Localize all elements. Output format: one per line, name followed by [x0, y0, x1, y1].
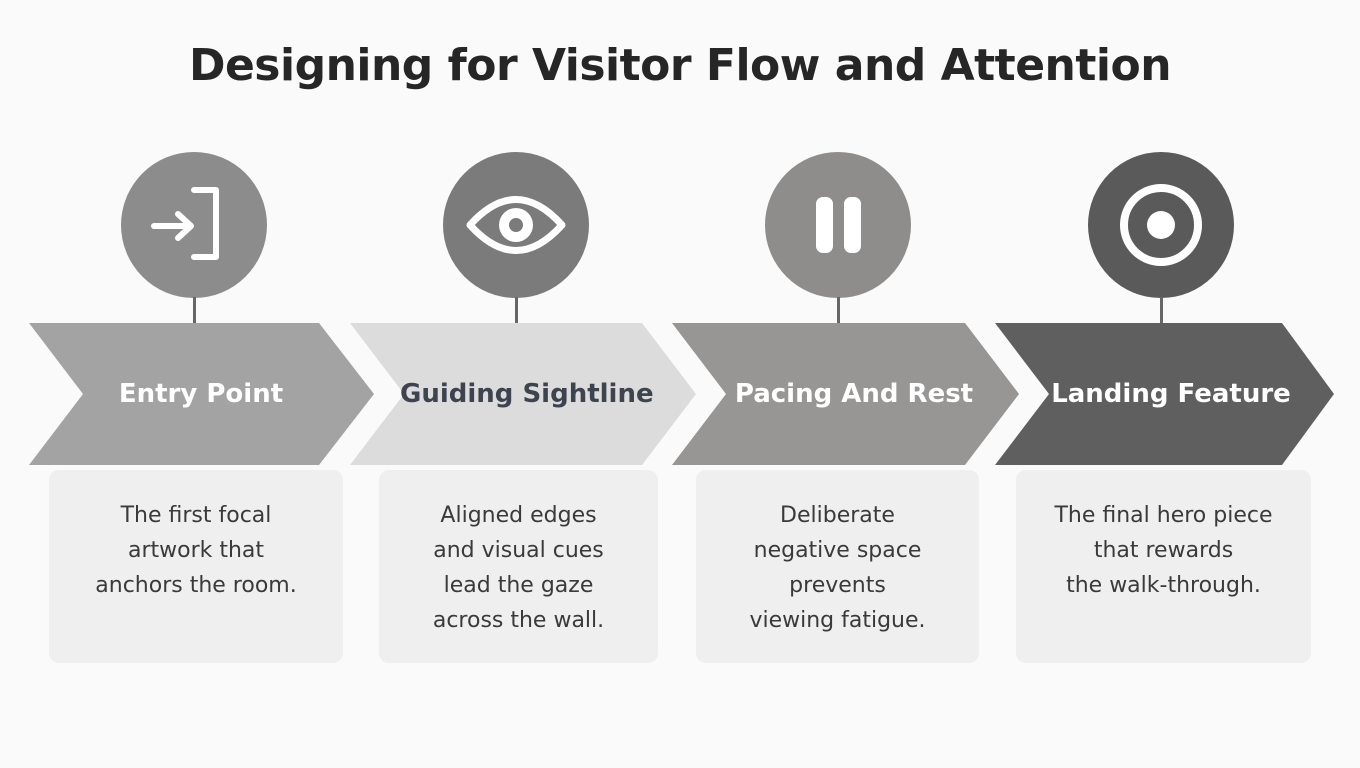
- step-1-description-card: The first focal artwork that anchors the…: [49, 470, 343, 663]
- step-2-pupil: [509, 218, 523, 232]
- step-3-description-card: Deliberate negative space prevents viewi…: [696, 470, 979, 663]
- step-3-chevron: Pacing And Rest: [672, 323, 1020, 465]
- step-4-circle: [1088, 152, 1234, 298]
- step-2-chevron-shape: [350, 323, 696, 465]
- step-1-chevron-shape: [29, 323, 374, 465]
- step-2-connector: [515, 297, 518, 329]
- step-2-chevron: Guiding Sightline: [350, 323, 697, 465]
- step-1-connector: [193, 297, 196, 329]
- step-4-description-line: the walk-through.: [1066, 573, 1261, 598]
- step-1-label: Entry Point: [118, 379, 284, 409]
- step-3-chevron-shape: [672, 323, 1019, 465]
- step-1-chevron: Entry Point: [29, 323, 375, 465]
- step-2-description-line: lead the gaze: [443, 573, 594, 598]
- step-3-circle-fill: [765, 152, 911, 298]
- target-icon: [1088, 152, 1234, 298]
- step-1-description-line: The first focal: [120, 503, 272, 528]
- step-4-description-line: The final hero piece: [1054, 503, 1273, 528]
- step-1-description-line: anchors the room.: [95, 573, 297, 598]
- diagram-title: Designing for Visitor Flow and Attention: [188, 40, 1172, 91]
- step-2-description-card: Aligned edges and visual cues lead the g…: [379, 470, 658, 663]
- step-2-description-line: across the wall.: [432, 608, 605, 633]
- step-1-circle: [121, 152, 267, 298]
- step-3-description-line: Deliberate: [780, 503, 895, 528]
- step-4-chevron-shape: [995, 323, 1334, 465]
- step-4-description-line: that rewards: [1093, 538, 1234, 563]
- step-1-circle-fill: [121, 152, 267, 298]
- step-2-label: Guiding Sightline: [400, 379, 654, 409]
- step-3-description-line: prevents: [789, 573, 886, 598]
- enter-icon: [121, 152, 267, 298]
- pause-icon: [765, 152, 911, 298]
- step-3-circle: [765, 152, 911, 298]
- step-4-description-card: The final hero piece that rewards the wa…: [1016, 470, 1311, 663]
- step-3-label: Pacing And Rest: [734, 379, 974, 409]
- step-2-circle: [443, 152, 589, 298]
- step-4-label: Landing Feature: [1051, 379, 1291, 409]
- step-2-description-line: and visual cues: [433, 538, 604, 563]
- eye-icon: [443, 152, 589, 298]
- step-3-connector: [837, 297, 840, 329]
- step-2-description-line: Aligned edges: [440, 503, 597, 528]
- step-4-connector: [1160, 297, 1163, 329]
- step-3-description-line: negative space: [753, 538, 922, 563]
- step-4-chevron: Landing Feature: [995, 323, 1335, 465]
- step-1-description-line: artwork that: [127, 538, 265, 563]
- step-3-description-line: viewing fatigue.: [749, 608, 926, 633]
